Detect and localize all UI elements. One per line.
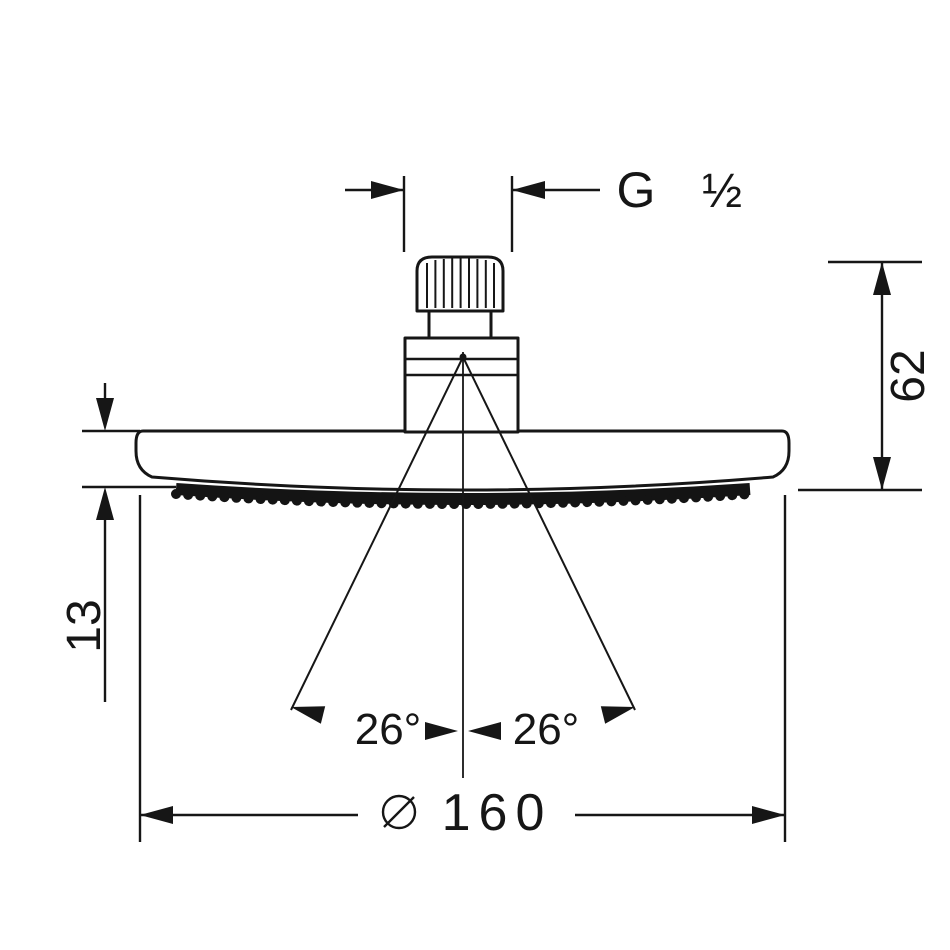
thread-size-label: ½ [702, 165, 742, 218]
thickness-arrow-up [96, 487, 114, 520]
dim-thickness-13: 13 [58, 383, 176, 702]
dim-height-62: 62 [798, 260, 935, 492]
connector-collar [427, 309, 493, 340]
spray-angle-line-left [290, 356, 464, 711]
shower-head [134, 255, 791, 509]
angle-arrow-right-inner [468, 722, 501, 740]
height-arrow-up [873, 262, 891, 295]
spray-angle-left-label: 26° [355, 705, 422, 754]
height-dimension-label: 62 [882, 349, 935, 402]
thickness-arrow-down [96, 398, 114, 431]
dim-spray-angle: 26° 26° [290, 353, 636, 754]
diameter-arrow-right [752, 806, 785, 824]
angle-arrow-left-inner [425, 722, 458, 740]
angle-arrow-right-outer [600, 706, 635, 724]
head-body [403, 336, 520, 434]
thread-arrow-right [512, 181, 545, 199]
thread-label: G [617, 162, 656, 218]
angle-arrow-left-outer [291, 706, 326, 724]
height-arrow-down [873, 457, 891, 490]
spray-angle-right-label: 26° [513, 705, 580, 754]
spray-angle-line-right [462, 356, 636, 711]
dim-thread: G ½ [345, 162, 742, 252]
dim-diameter-160: 160 [138, 495, 787, 842]
thickness-dimension-label: 13 [58, 599, 111, 652]
thread-arrow-left [371, 181, 404, 199]
diameter-symbol [381, 794, 417, 830]
spray-apex-point [459, 353, 467, 361]
knurl-ridges [426, 258, 495, 308]
diameter-arrow-left [140, 806, 173, 824]
diameter-label: 160 [442, 784, 553, 842]
